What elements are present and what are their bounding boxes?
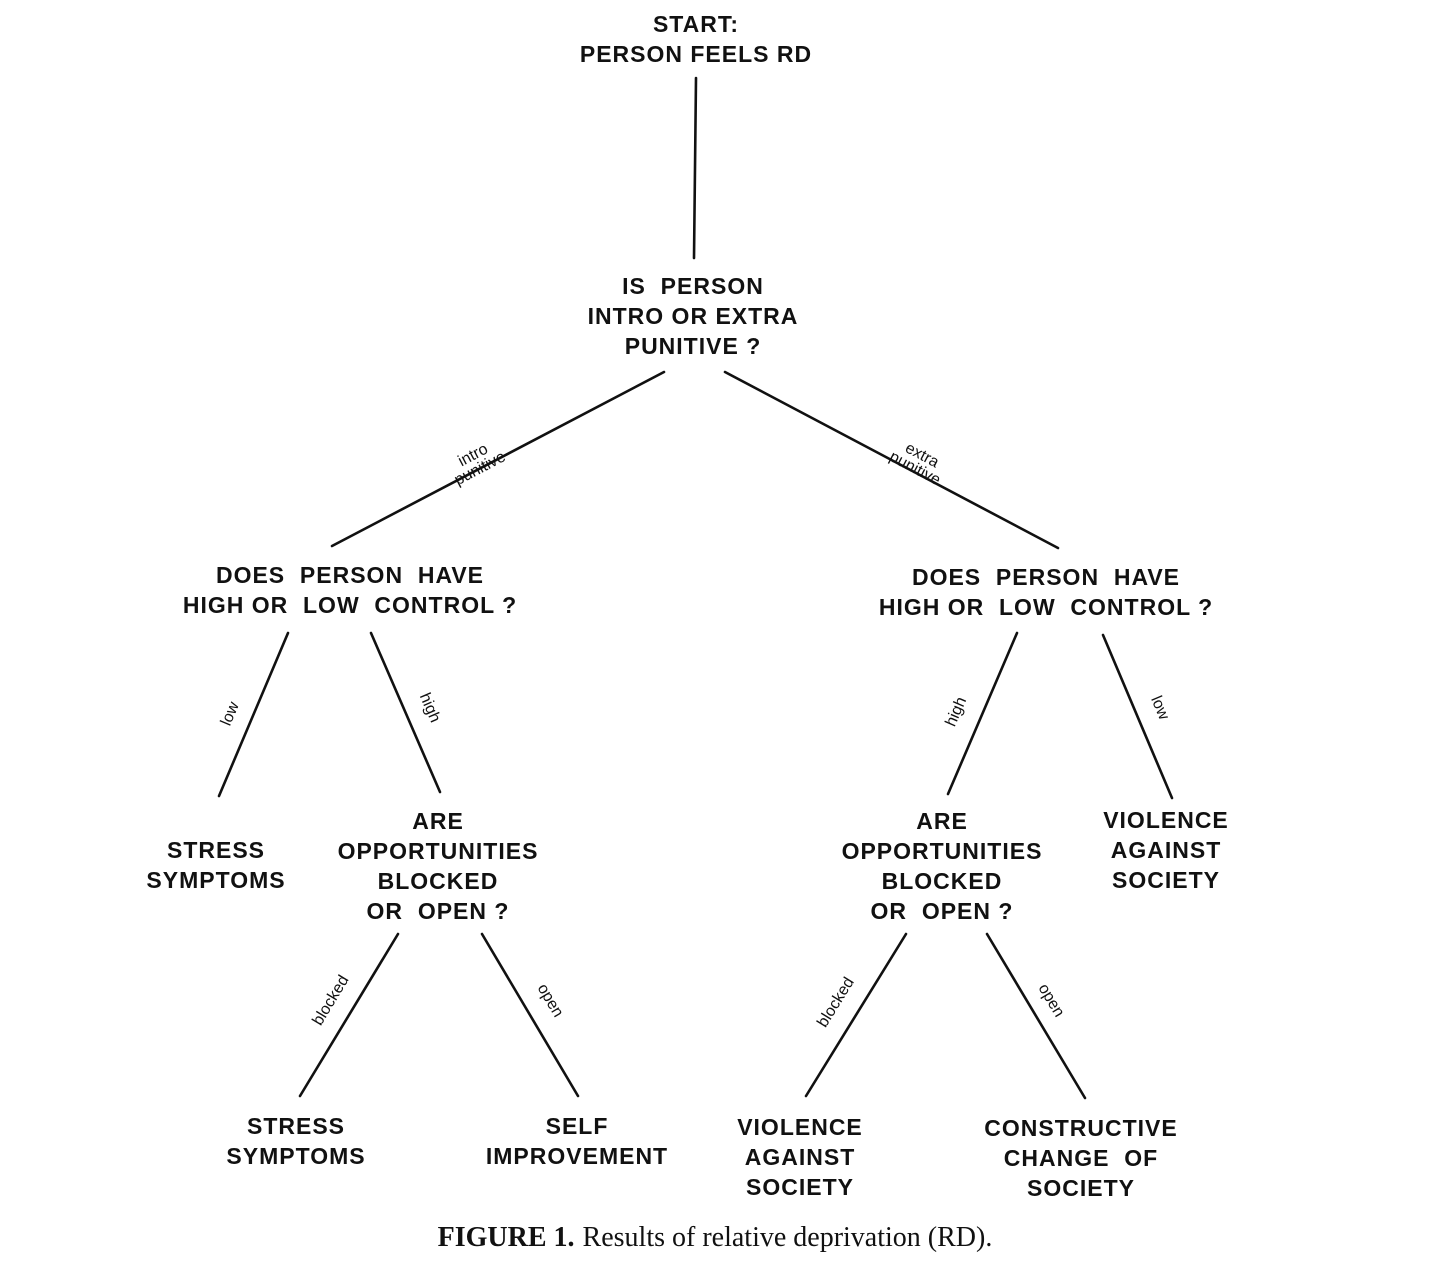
node-text-line: START: [653,11,739,37]
node-text-line: INTRO OR EXTRA [588,303,799,329]
node-text-line: CONSTRUCTIVE [984,1115,1177,1141]
node-text-line: VIOLENCE [737,1114,863,1140]
node-opportunities-right: ARE OPPORTUNITIES BLOCKED OR OPEN ? [842,808,1043,924]
node-constructive-change: CONSTRUCTIVE CHANGE OF SOCIETY [984,1115,1177,1201]
node-text-line: AGAINST [1111,837,1222,863]
node-text-line: BLOCKED [882,868,1003,894]
edge-label-line: open [1035,981,1068,1020]
edge-label-control_q_left-to-opportunities_left: high [416,691,444,726]
edge-opportunities_left-to-self_improvement [480,932,580,1098]
node-opportunities-left: ARE OPPORTUNITIES BLOCKED OR OPEN ? [338,808,539,924]
node-self-improvement: SELF IMPROVEMENT [486,1113,668,1169]
node-text-line: IMPROVEMENT [486,1143,668,1169]
node-punitive-q: IS PERSON INTRO OR EXTRA PUNITIVE ? [588,273,799,359]
edge-label-line: high [943,695,971,730]
node-start: START: PERSON FEELS RD [580,11,812,67]
edge-label-line: open [534,981,567,1020]
node-text-line: PERSON FEELS RD [580,41,812,67]
node-text-line: HIGH OR LOW CONTROL ? [879,594,1213,620]
edge-label-control_q_right-to-opportunities_right: high [943,695,971,730]
edge-opportunities_right-to-constructive_change [985,932,1087,1100]
figure-caption-text: Results of relative deprivation (RD). [583,1222,993,1253]
node-text-line: STRESS [167,837,265,863]
node-text-line: CHANGE OF [1004,1145,1158,1171]
edge-control_q_left-to-opportunities_left [369,631,442,794]
node-stress-2: STRESS SYMPTOMS [226,1113,365,1169]
node-violence-2: VIOLENCE AGAINST SOCIETY [737,1114,863,1200]
node-control-q-left: DOES PERSON HAVE HIGH OR LOW CONTROL ? [183,562,517,618]
node-text-line: SELF [546,1113,609,1139]
node-text-line: OPPORTUNITIES [338,838,539,864]
node-text-line: STRESS [247,1113,345,1139]
node-text-line: OPPORTUNITIES [842,838,1043,864]
node-text-line: BLOCKED [378,868,499,894]
edge-label-control_q_left-to-stress_1: low [218,699,243,728]
edge-control_q_right-to-opportunities_right [946,631,1019,796]
node-text-line: AGAINST [745,1144,856,1170]
figure-caption: FIGURE 1. Results of relative deprivation… [438,1222,993,1253]
node-control-q-right: DOES PERSON HAVE HIGH OR LOW CONTROL ? [879,564,1213,620]
node-text-line: ARE [916,808,968,834]
node-text-line: HIGH OR LOW CONTROL ? [183,592,517,618]
node-stress-1: STRESS SYMPTOMS [146,837,285,893]
edge-start-to-punitive_q [692,76,698,260]
node-text-line: OR OPEN ? [871,898,1014,924]
edge-control_q_right-to-violence_1 [1101,633,1174,800]
edge-label-line: low [218,699,243,728]
node-text-line: SYMPTOMS [226,1143,365,1169]
node-text-line: SOCIETY [746,1174,854,1200]
node-text-line: VIOLENCE [1103,807,1229,833]
edge-punitive_q-to-control_q_right [723,370,1060,550]
node-text-line: DOES PERSON HAVE [912,564,1180,590]
node-text-line: IS PERSON [622,273,764,299]
node-text-line: SOCIETY [1112,867,1220,893]
node-text-line: SYMPTOMS [146,867,285,893]
edge-label-control_q_right-to-violence_1: low [1147,694,1172,723]
edge-label-opportunities_left-to-self_improvement: open [534,981,567,1020]
edge-punitive_q-to-control_q_left [330,370,666,548]
edge-label-opportunities_right-to-constructive_change: open [1035,981,1068,1020]
edges-layer [217,76,1174,1100]
node-text-line: ARE [412,808,464,834]
edge-label-line: high [416,691,444,726]
nodes-layer: START: PERSON FEELS RD IS PERSON INTRO OR E… [146,11,1229,1201]
node-violence-1: VIOLENCE AGAINST SOCIETY [1103,807,1229,893]
edge-opportunities_left-to-stress_2 [298,932,400,1098]
edge-label-line: low [1147,694,1172,723]
node-text-line: PUNITIVE ? [625,333,762,359]
node-text-line: OR OPEN ? [367,898,510,924]
edge-control_q_left-to-stress_1 [217,631,290,798]
node-text-line: DOES PERSON HAVE [216,562,484,588]
edge-opportunities_right-to-violence_2 [804,932,908,1098]
figure-caption-label: FIGURE 1. [438,1222,575,1253]
node-text-line: SOCIETY [1027,1175,1135,1201]
